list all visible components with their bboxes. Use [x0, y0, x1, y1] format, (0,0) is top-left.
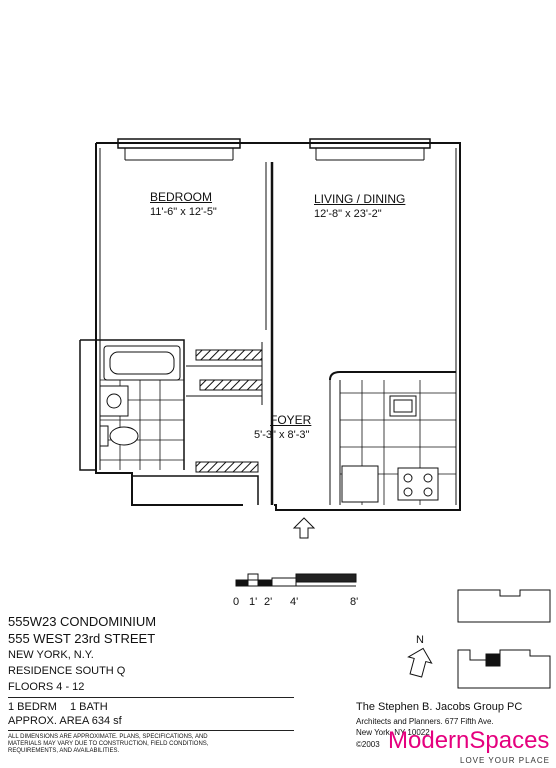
- living-label: LIVING / DINING: [314, 192, 406, 206]
- architect-name: The Stephen B. Jacobs Group PC: [356, 701, 523, 713]
- floors: FLOORS 4 - 12: [8, 681, 85, 693]
- scale-bar: [235, 573, 357, 587]
- modernspaces-logo: ModernSpaces LOVE YOUR PLACE: [388, 727, 554, 767]
- building-name: 555W23 CONDOMINIUM: [8, 614, 157, 629]
- bathroom: [99, 345, 184, 470]
- kitchen: [329, 371, 456, 505]
- unit-beds: 1 BEDRM: [8, 701, 57, 713]
- living-dims: 12'-8" x 23'-2": [314, 208, 382, 220]
- divider: [8, 730, 294, 731]
- scale-label: 0: [233, 596, 240, 608]
- foyer-dims: 5'-3" x 8'-3": [254, 429, 310, 441]
- disclaimer-line: ALL DIMENSIONS ARE APPROXIMATE. PLANS, S…: [8, 734, 208, 740]
- unit-area: APPROX. AREA 634 sf: [8, 715, 122, 727]
- divider: [8, 697, 294, 698]
- bedroom-dims: 11'-6" x 12'-5": [150, 206, 217, 218]
- building-address: 555 WEST 23rd STREET: [8, 631, 156, 646]
- logo-tagline: LOVE YOUR PLACE: [460, 756, 550, 765]
- logo-wordmark: ModernSpaces: [388, 727, 550, 754]
- building-city: NEW YORK, N.Y.: [8, 649, 94, 661]
- scale-label: 8': [350, 596, 359, 608]
- key-plan: [457, 589, 551, 689]
- scale-label: 2': [264, 596, 273, 608]
- scale-label: 1': [249, 596, 258, 608]
- disclaimer-line: REQUIREMENTS, AND AVAILABILITIES.: [8, 748, 120, 754]
- architect-city: New York, NY 10022: [356, 728, 430, 737]
- window-living: [309, 138, 431, 161]
- scale-label: 4': [290, 596, 299, 608]
- entry-arrow-icon: [292, 517, 316, 539]
- north-arrow-icon: [407, 647, 433, 678]
- unit-baths: 1 BATH: [70, 701, 108, 713]
- copyright: ©2003: [356, 740, 380, 749]
- disclaimer-line: MATERIALS MAY VARY DUE TO CONSTRUCTION, …: [8, 741, 209, 747]
- residence: RESIDENCE SOUTH Q: [8, 665, 126, 677]
- foyer-label: FOYER: [270, 413, 312, 427]
- exterior-wall: [95, 142, 461, 511]
- north-label: N: [416, 634, 424, 646]
- window-bedroom: [117, 138, 241, 161]
- bedroom-label: BEDROOM: [150, 190, 213, 204]
- architect-address: Architects and Planners. 677 Fifth Ave.: [356, 717, 494, 726]
- closet-shelves: [186, 342, 263, 473]
